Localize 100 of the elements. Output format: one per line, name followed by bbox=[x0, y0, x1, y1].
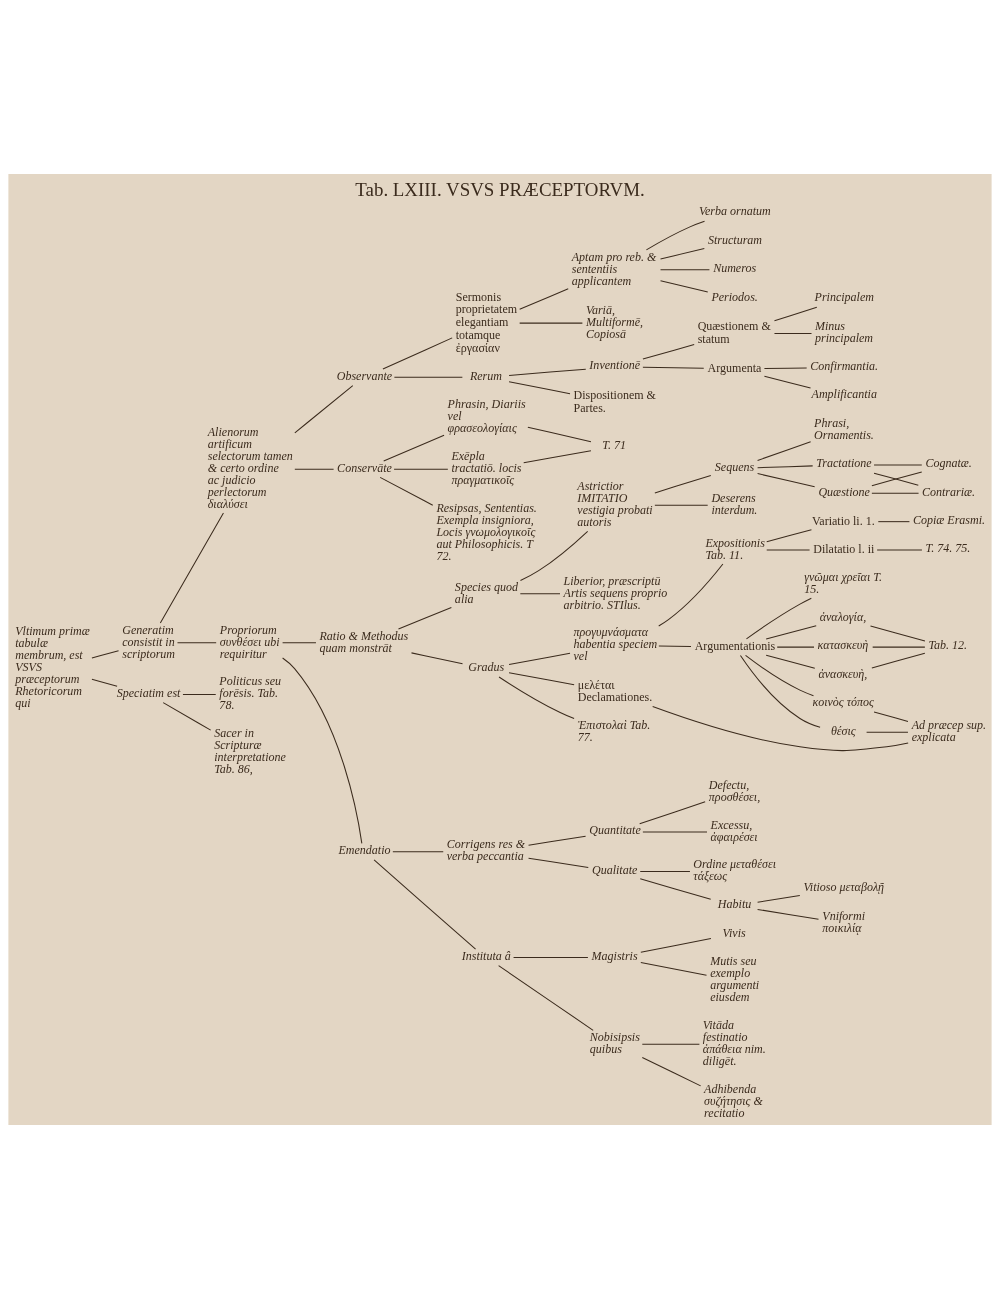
connector bbox=[519, 287, 569, 310]
connector bbox=[871, 652, 926, 668]
node-text: γνῶμαι χρεῖαι T. 15. bbox=[804, 569, 883, 596]
connector bbox=[660, 247, 705, 259]
node-text: Argumenta bbox=[707, 360, 762, 375]
node-text: Tractatione bbox=[816, 455, 872, 470]
connector bbox=[527, 426, 592, 442]
connector bbox=[382, 336, 453, 370]
node-text: ἀνασκευὴ, bbox=[818, 666, 868, 681]
node-text: Quæstione bbox=[818, 484, 870, 499]
node-text: Exēpla tractatiō. locis πραγματικοῖς bbox=[451, 448, 522, 487]
connector bbox=[519, 530, 589, 581]
node-text: Vniformi ποικιλίᾳ bbox=[822, 908, 866, 935]
node-text: Politicus seu forēsis. Tab. 78. bbox=[219, 673, 282, 712]
node-text: Quæstionem & statum bbox=[697, 318, 771, 346]
node-text: Sequens bbox=[714, 459, 755, 474]
connector bbox=[383, 434, 445, 462]
connector bbox=[658, 563, 724, 627]
connector bbox=[766, 549, 811, 551]
node-text: Propriorum συνθέσει ubi requiritur bbox=[219, 622, 280, 661]
connector bbox=[766, 528, 812, 542]
connector bbox=[866, 731, 909, 733]
node-text: T. 74. 75. bbox=[925, 540, 971, 555]
node-text: Species quod alia bbox=[454, 579, 518, 606]
node-text: Rerum bbox=[469, 368, 502, 383]
node-text: Magistris bbox=[591, 948, 638, 963]
node-text: Sacer in Scripturæ interpretatione Tab. 86, bbox=[214, 725, 286, 776]
connector bbox=[373, 858, 477, 950]
node-text: Vitioso μεταβολῇ bbox=[803, 879, 885, 894]
node-text: Ordine μεταθέσει τάξεως bbox=[693, 856, 776, 883]
connector bbox=[641, 1056, 702, 1086]
connector bbox=[393, 468, 449, 470]
connector bbox=[640, 937, 712, 953]
connector bbox=[393, 376, 463, 378]
connector bbox=[745, 597, 812, 639]
node-text: κατασκευὴ bbox=[817, 637, 869, 652]
connector bbox=[498, 675, 575, 719]
connector bbox=[91, 649, 120, 658]
node-text: Astrictior IMITATIO vestigia probati autoris bbox=[577, 478, 653, 529]
node-text: T. 71 bbox=[602, 437, 627, 452]
connector bbox=[508, 380, 571, 394]
connector bbox=[162, 701, 212, 731]
node-text: Ἐπιστολαὶ Tab. 77. bbox=[577, 717, 651, 744]
node-text: μελέται Declamationes. bbox=[577, 677, 653, 704]
node-text: Variā, Multiformē, Copiosā bbox=[585, 302, 644, 341]
node-text: Sermonis proprietatem elegantiam totamque ἐργασίαν bbox=[455, 289, 518, 355]
connector bbox=[872, 646, 926, 648]
diagram-title: Tab. LXIII. VSVS PRÆCEPTORVM. bbox=[355, 178, 645, 200]
connector bbox=[763, 367, 808, 369]
node-text: Resipsas, Sententias. Exempla insigniora, Locis γνωμολογικοῖς aut Philosophicis. T 72. bbox=[436, 500, 537, 563]
connector bbox=[411, 651, 464, 664]
connector bbox=[871, 492, 920, 494]
node-text: Variatio li. 1. bbox=[811, 513, 875, 528]
node-text: Emendatio bbox=[338, 842, 391, 857]
node-text: Generatim consistit in scriptorum bbox=[122, 622, 176, 661]
connector bbox=[654, 504, 709, 506]
node-text: Amplificantia bbox=[811, 386, 877, 401]
connector bbox=[642, 366, 705, 369]
node-text: κοινὸς τόπος bbox=[812, 694, 874, 709]
node-text: Dilatatio l. ii bbox=[813, 541, 875, 556]
connector bbox=[508, 671, 575, 685]
connector bbox=[642, 343, 695, 360]
connector bbox=[745, 654, 814, 696]
node-text: Inventionē bbox=[589, 357, 641, 372]
connector bbox=[528, 835, 587, 846]
node-text: Phrasi, Ornamentis. bbox=[814, 415, 874, 442]
connector bbox=[498, 964, 594, 1031]
node-text: Vitāda festinatio ἀπάθεια nim. diligēt. bbox=[702, 1017, 766, 1068]
connector bbox=[871, 470, 923, 486]
node-text: προγυμνάσματα habentia speciem vel bbox=[573, 624, 658, 663]
connector bbox=[773, 306, 818, 321]
node-text: Cognatæ. bbox=[925, 455, 972, 470]
connector bbox=[757, 440, 812, 461]
connector bbox=[763, 375, 812, 388]
connector bbox=[528, 857, 589, 868]
connector bbox=[873, 463, 923, 465]
node-text: Periodos. bbox=[711, 289, 758, 304]
connector bbox=[870, 625, 926, 641]
node-text: Conservāte bbox=[337, 460, 392, 475]
node-text: Ratio & Methodus quam monstrāt bbox=[319, 628, 409, 655]
connector bbox=[642, 830, 708, 832]
connector bbox=[392, 850, 444, 852]
node-text: Nobisipsis quibus bbox=[589, 1029, 640, 1056]
connector bbox=[639, 800, 706, 824]
connector bbox=[379, 476, 434, 506]
node-text: Verba ornatum bbox=[698, 203, 771, 218]
node-text: θέσις bbox=[830, 723, 856, 738]
node-text: Expositionis Tab. 11. bbox=[705, 535, 765, 562]
node-text: Minus principalem bbox=[814, 318, 874, 345]
connector bbox=[182, 693, 217, 695]
connector bbox=[641, 1043, 700, 1045]
connector bbox=[757, 894, 801, 903]
connector bbox=[660, 279, 709, 293]
node-text: Copiæ Erasmi. bbox=[912, 512, 986, 527]
node-text: Alienorum artificum selectorum tamen & certo ordine ac judicio perlectorum διαλύσει bbox=[207, 424, 293, 511]
connector bbox=[508, 652, 571, 665]
connector bbox=[282, 641, 317, 643]
node-text: Numeros bbox=[713, 260, 757, 275]
node-text: Habitu bbox=[717, 896, 752, 911]
connector bbox=[294, 468, 335, 470]
